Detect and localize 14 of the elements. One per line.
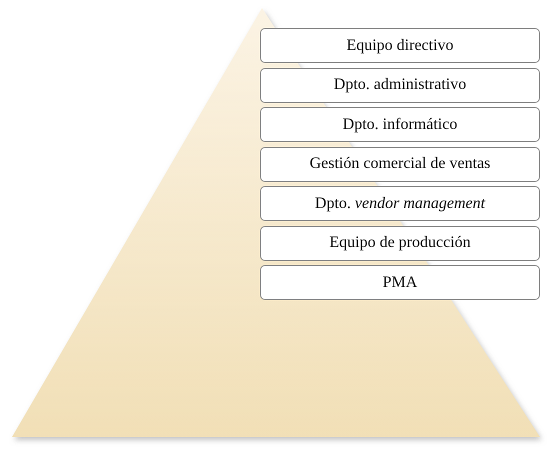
level-label: Equipo de producción	[329, 234, 471, 252]
level-box	[260, 186, 540, 221]
level-label: Dpto. informático	[342, 116, 458, 134]
level-box	[260, 226, 540, 260]
level-label: Gestión comercial de ventas	[310, 155, 490, 173]
level-box	[260, 107, 540, 142]
level-label: Dpto. vendor management	[314, 194, 486, 212]
level-box	[260, 28, 540, 63]
level-box	[260, 146, 540, 182]
level-label: Dpto. administrativo	[334, 76, 466, 94]
level-label: Equipo directivo	[346, 36, 454, 54]
level-box	[260, 68, 540, 102]
level-box	[260, 265, 540, 300]
level-label: PMA	[382, 274, 418, 292]
